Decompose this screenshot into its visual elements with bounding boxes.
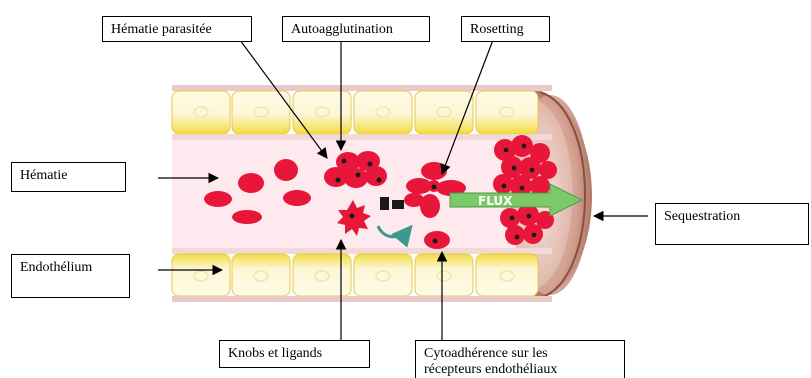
label-autoagglutination: Autoagglutination xyxy=(282,16,430,42)
red-cell xyxy=(238,173,264,193)
endothelial-cell xyxy=(293,254,351,296)
endothelial-cell xyxy=(476,91,538,134)
label-cytoadherence-line1: Cytoadhérence sur les xyxy=(424,346,616,362)
endothelium-top xyxy=(172,85,552,140)
endothelial-cell xyxy=(232,91,290,134)
label-knobs: Knobs et ligands xyxy=(219,340,370,368)
cytoadherent-cell xyxy=(424,231,450,249)
endothelium-bottom xyxy=(172,248,552,302)
endothelial-cell xyxy=(415,254,473,296)
red-cell xyxy=(274,159,298,181)
endothelial-cell xyxy=(232,254,290,296)
label-cytoadherence: Cytoadhérence sur les récepteurs endothé… xyxy=(415,340,625,378)
endothelial-cell xyxy=(415,91,473,134)
label-sequestration: Sequestration xyxy=(655,203,809,245)
label-endothelium: Endothélium xyxy=(11,254,130,298)
endothelial-cell xyxy=(172,254,230,296)
label-knobs-text: Knobs et ligands xyxy=(228,346,322,361)
label-hematie: Hématie xyxy=(11,162,126,192)
endothelial-cell xyxy=(354,254,412,296)
label-autoagglutination-text: Autoagglutination xyxy=(291,22,393,37)
label-rosetting-text: Rosetting xyxy=(470,22,524,37)
endothelial-cell xyxy=(293,91,351,134)
label-cytoadherence-line2: récepteurs endothéliaux xyxy=(424,362,616,378)
label-sequestration-text: Sequestration xyxy=(664,209,740,224)
flux-label: FLUX xyxy=(478,194,513,208)
red-cell xyxy=(283,190,311,206)
label-hematie-parasitee: Hématie parasitée xyxy=(102,16,252,42)
red-cell xyxy=(204,191,232,207)
label-hematie-text: Hématie xyxy=(20,168,67,183)
red-cell xyxy=(232,210,262,224)
endothelial-cell xyxy=(476,254,538,296)
endothelial-cell xyxy=(172,91,230,134)
label-rosetting: Rosetting xyxy=(461,16,550,42)
label-endothelium-text: Endothélium xyxy=(20,260,92,275)
endothelial-cell xyxy=(354,91,412,134)
label-hematie-parasitee-text: Hématie parasitée xyxy=(111,22,212,37)
